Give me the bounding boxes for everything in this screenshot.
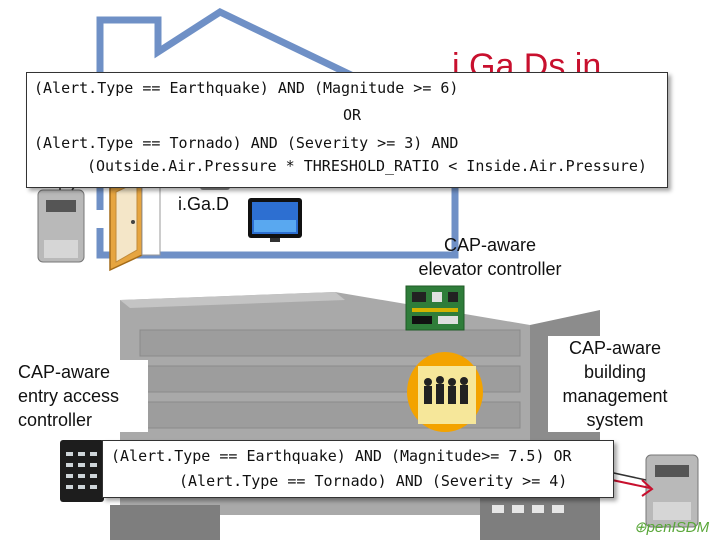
- elevator-controller-board: [405, 285, 465, 331]
- keypad-key: [78, 474, 85, 478]
- top-condition-line-1: (Alert.Type == Earthquake) AND (Magnitud…: [34, 79, 459, 97]
- keypad-key: [78, 463, 85, 467]
- igad-label: i.Ga.D: [178, 194, 230, 214]
- gas-meter-building: [645, 454, 699, 528]
- bms-label-line-2: building: [583, 362, 647, 382]
- keypad-key: [78, 485, 85, 489]
- house-outline: [96, 7, 459, 259]
- keypad-key: [90, 452, 97, 456]
- openisdm-logo: ⊕penISDM: [634, 519, 710, 536]
- keypad-key: [66, 452, 73, 456]
- door: [109, 170, 161, 272]
- bottom-condition-box: (Alert.Type == Earthquake) AND (Magnitud…: [102, 440, 614, 498]
- entry-label-line-1: CAP-aware: [18, 362, 111, 382]
- top-condition-line-4: (Outside.Air.Pressure * THRESHOLD_RATIO …: [87, 157, 647, 175]
- top-condition-line-2: OR: [343, 106, 362, 124]
- keypad-key: [90, 474, 97, 478]
- keypad-key: [90, 463, 97, 467]
- tv: [248, 198, 302, 242]
- red-arrow: [611, 479, 654, 497]
- keypad-key: [66, 485, 73, 489]
- bottom-condition-line-1: (Alert.Type == Earthquake) AND (Magnitud…: [111, 447, 572, 465]
- entry-access-label: CAP-aware entry access controller: [18, 360, 148, 432]
- keypad-key: [66, 474, 73, 478]
- building: [110, 292, 600, 540]
- elevator-label-line-2: elevator controller: [418, 259, 562, 279]
- bottom-condition-line-2: (Alert.Type == Tornado) AND (Severity >=…: [179, 472, 568, 490]
- keypad-key: [90, 485, 97, 489]
- elevator-label-line-1: CAP-aware: [443, 235, 537, 255]
- keypad-device: [60, 440, 104, 502]
- keypad-key: [66, 463, 73, 467]
- top-condition-line-3: (Alert.Type == Tornado) AND (Severity >=…: [34, 134, 459, 152]
- crowd-image: [407, 352, 483, 432]
- bms-label-line-4: system: [586, 410, 644, 430]
- bms-label: CAP-aware building management system: [548, 336, 682, 432]
- bms-label-line-3: management: [562, 386, 668, 406]
- entry-label-line-2: entry access: [18, 386, 120, 406]
- gas-meter-house: [37, 189, 85, 263]
- top-condition-box: (Alert.Type == Earthquake) AND (Magnitud…: [26, 72, 668, 188]
- keypad-key: [78, 452, 85, 456]
- entry-label-line-3: controller: [18, 410, 93, 430]
- elevator-controller-label: CAP-aware elevator controller: [380, 233, 600, 281]
- bms-label-line-1: CAP-aware: [568, 338, 662, 358]
